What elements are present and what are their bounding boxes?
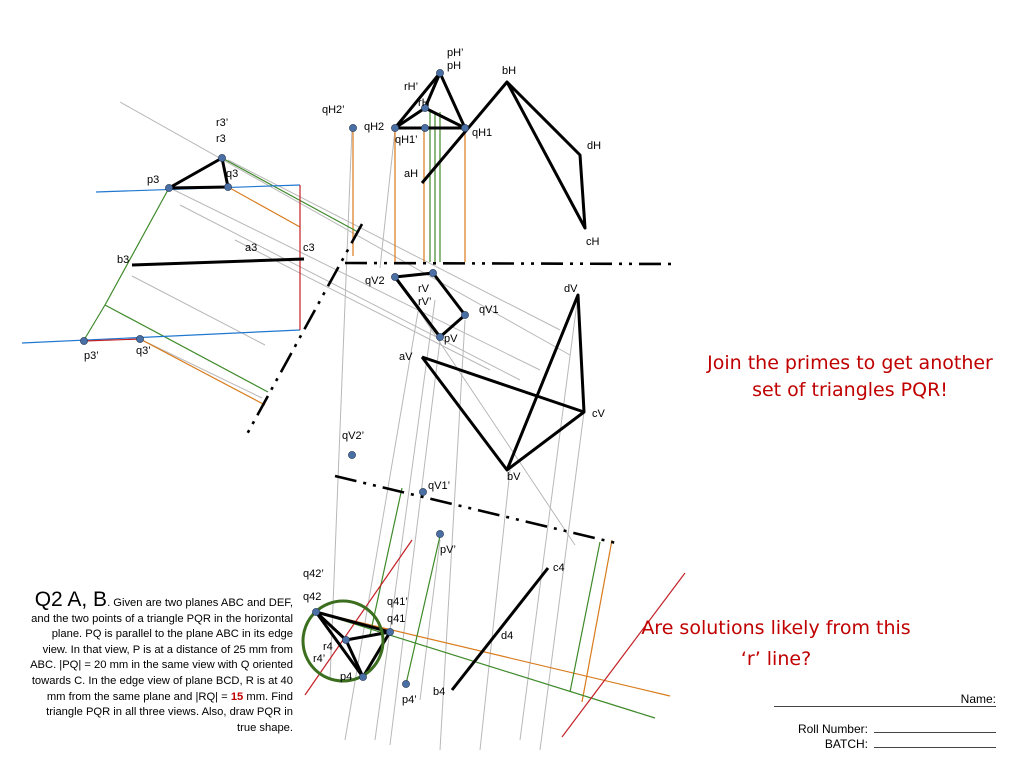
label-qV1: qV1 <box>479 304 499 316</box>
label-dV: dV <box>564 283 578 295</box>
label-a3: a3 <box>245 242 257 254</box>
primes-callout: Join the primes to get another set of tr… <box>707 352 993 401</box>
label-q41p: q41’ <box>387 596 408 608</box>
label-q3: q3 <box>226 168 238 180</box>
orange-projectors <box>139 128 671 703</box>
label-q41: q41 <box>387 613 405 625</box>
question-highlight-value: 15 <box>230 690 244 703</box>
roll-number-blank <box>874 722 996 733</box>
name-blank-line <box>774 706 996 707</box>
label-rVp: rV’ <box>418 296 431 308</box>
label-bV: bV <box>507 471 521 483</box>
label-r3: r3 <box>216 133 226 145</box>
question-body-start: . Given are two planes ABC and DEF, and … <box>30 597 293 703</box>
label-pV: pV <box>444 333 458 345</box>
label-c4: c4 <box>553 562 565 574</box>
label-bH: bH <box>502 65 516 77</box>
points <box>80 69 469 688</box>
question-body-end: mm. Find triangle PQR in all three views… <box>46 690 293 734</box>
label-pVp: pV’ <box>440 544 456 556</box>
solution-circle <box>301 599 385 683</box>
label-q3p: q3’ <box>136 345 151 357</box>
label-qH2: qH2 <box>364 121 384 133</box>
label-rHp: rH’ <box>404 81 418 93</box>
label-cH: cH <box>586 236 600 248</box>
label-aV: aV <box>399 351 413 363</box>
label-p3: p3 <box>147 174 159 186</box>
label-r4: r4 <box>323 641 333 653</box>
label-qH2p: qH2’ <box>322 104 345 116</box>
label-qV2p: qV2’ <box>342 430 364 442</box>
label-p4p: p4’ <box>402 694 417 706</box>
red-lines <box>83 185 686 738</box>
green-projectors <box>83 112 656 719</box>
label-qV2: qV2 <box>365 275 385 287</box>
label-q42: q42 <box>303 591 321 603</box>
label-aH: aH <box>404 168 418 180</box>
label-cV: cV <box>592 408 606 420</box>
name-label: Name: <box>960 692 996 706</box>
label-qH1: qH1 <box>472 127 492 139</box>
label-p4: p4 <box>340 671 352 683</box>
point-labels: pH’ pH bH rH’ rH qH2’ qH2 qH1’ qH1 dH aH… <box>84 47 606 706</box>
label-d4: d4 <box>501 630 513 642</box>
r-line-callout: Are solutions likely from this ‘r’ line? <box>641 617 911 670</box>
batch-label: BATCH: <box>824 737 868 751</box>
label-rV: rV <box>418 283 430 295</box>
label-q42p: q42’ <box>303 568 324 580</box>
label-pH: pH <box>447 60 461 72</box>
roll-number-field: Roll Number: <box>798 722 996 736</box>
batch-blank <box>874 737 996 748</box>
batch-field: BATCH: <box>825 737 996 751</box>
label-dH: dH <box>587 140 601 152</box>
label-p3p: p3’ <box>84 350 99 362</box>
label-b3: b3 <box>117 254 129 266</box>
label-qV1p: qV1’ <box>428 480 450 492</box>
label-r4p: r4’ <box>313 653 325 665</box>
folding-lines <box>244 223 676 546</box>
object-lines <box>131 71 587 691</box>
label-rH: rH <box>418 97 430 109</box>
label-r3p: r3’ <box>216 117 228 129</box>
question-heading: Q2 A, B <box>34 588 108 611</box>
gray-projectors <box>119 101 585 751</box>
roll-number-label: Roll Number: <box>797 722 868 736</box>
label-c3: c3 <box>303 242 315 254</box>
label-b4: b4 <box>433 686 445 698</box>
question-text: Q2 A, B. Given are two planes ABC and DE… <box>26 589 293 736</box>
label-qH1p: qH1’ <box>395 134 418 146</box>
label-pHp: pH’ <box>447 47 464 59</box>
